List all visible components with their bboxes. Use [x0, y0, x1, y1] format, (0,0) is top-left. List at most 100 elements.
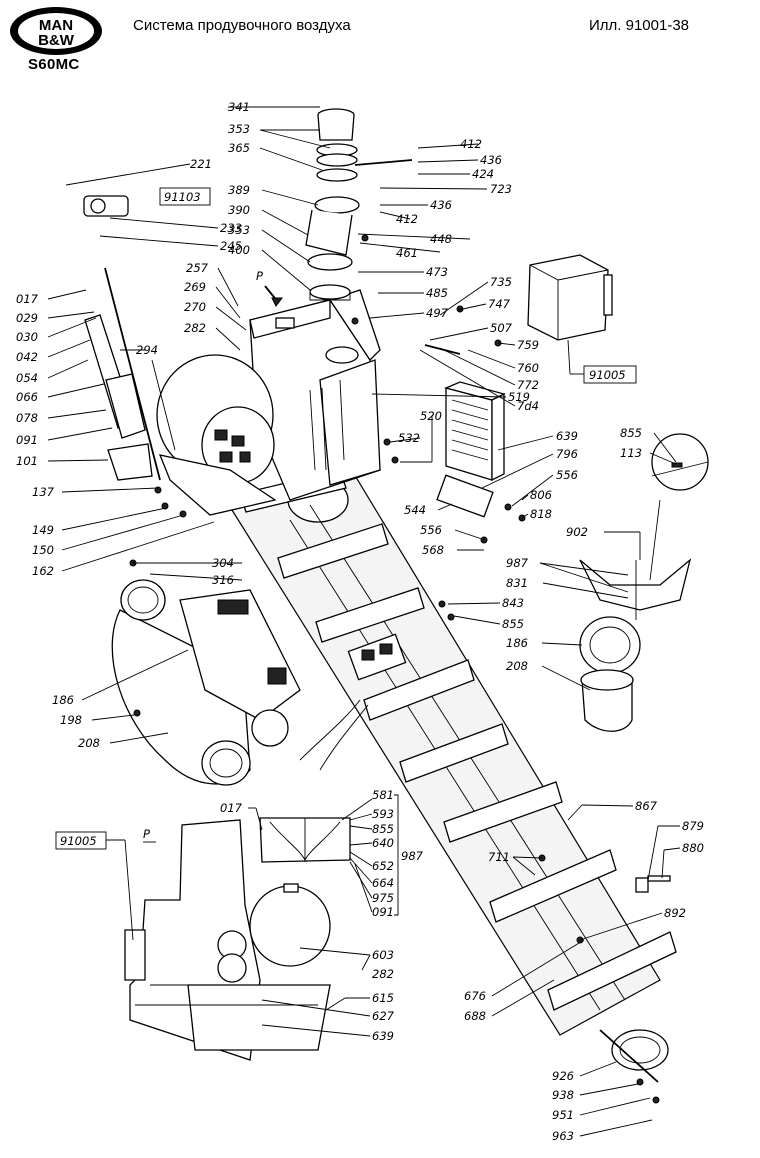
label-987a: 987 — [506, 556, 529, 570]
label-101: 101 — [16, 454, 38, 468]
label-186a: 186 — [506, 636, 528, 650]
label-054: 054 — [16, 371, 38, 385]
air-cooler-element — [443, 381, 506, 482]
label-831: 831 — [506, 576, 528, 590]
label-532: 532 — [398, 431, 420, 445]
label-784: 7d4 — [517, 399, 539, 413]
label-926: 926 — [552, 1069, 574, 1083]
label-747: 747 — [488, 297, 511, 311]
label-078: 078 — [16, 411, 38, 425]
part-labels: 341 353 365 389 390 353 400 412 436 424 … — [16, 100, 704, 1143]
right-expansion-piece — [579, 499, 692, 732]
label-365: 365 — [228, 141, 250, 155]
label-282b: 282 — [372, 967, 394, 981]
label-975: 975 — [372, 891, 394, 905]
left-expansion-piece — [111, 579, 301, 786]
ref-box-91005-left: 91005 — [60, 834, 97, 848]
bellows-stack — [305, 108, 360, 301]
logo-line2: B&W — [38, 32, 75, 49]
label-461: 461 — [396, 246, 418, 260]
label-412a: 412 — [460, 137, 482, 151]
small-fasteners — [129, 159, 671, 1104]
label-556b: 556 — [420, 523, 442, 537]
label-581: 581 — [372, 788, 394, 802]
figure-reference: Илл. 91001-38 — [589, 17, 690, 34]
label-676: 676 — [464, 989, 486, 1003]
label-233: 233 — [220, 221, 242, 235]
label-723: 723 — [490, 182, 512, 196]
label-867: 867 — [635, 799, 658, 813]
ref-box-91005-right: 91005 — [589, 368, 626, 382]
label-987b: 987 — [401, 849, 424, 863]
logo-line1: MAN — [39, 17, 73, 34]
label-519: 519 — [508, 390, 530, 404]
ref-box-91103-frame — [159, 187, 211, 206]
label-485: 485 — [426, 286, 448, 300]
ref-box-91005-left-frame — [55, 831, 107, 850]
cooler-housing — [249, 289, 381, 501]
label-640: 640 — [372, 836, 394, 850]
label-652: 652 — [372, 859, 394, 873]
label-772: 772 — [517, 378, 539, 392]
label-735: 735 — [490, 275, 512, 289]
view-p-assembly — [124, 817, 351, 1061]
detail-circle-113 — [651, 433, 709, 491]
turbocharger — [156, 354, 277, 516]
leader-lines — [47, 106, 681, 1137]
label-556a: 556 — [556, 468, 578, 482]
label-436b: 436 — [430, 198, 452, 212]
label-221: 221 — [190, 157, 212, 171]
label-806: 806 — [530, 488, 552, 502]
label-017b: 017 — [220, 801, 243, 815]
label-412b: 412 — [396, 212, 418, 226]
label-208b: 208 — [78, 736, 100, 750]
label-162: 162 — [32, 564, 54, 578]
label-113: 113 — [620, 446, 642, 460]
label-269: 269 — [184, 280, 206, 294]
label-341: 341 — [228, 100, 250, 114]
label-304: 304 — [212, 556, 234, 570]
label-186b: 186 — [52, 693, 74, 707]
label-270: 270 — [184, 300, 206, 314]
label-497: 497 — [426, 306, 449, 320]
label-400: 400 — [228, 243, 250, 257]
label-593: 593 — [372, 807, 394, 821]
label-615: 615 — [372, 991, 394, 1005]
label-664: 664 — [372, 876, 394, 890]
label-245: 245 — [220, 239, 242, 253]
label-150: 150 — [32, 543, 54, 557]
label-711: 711 — [488, 850, 510, 864]
label-149: 149 — [32, 523, 54, 537]
ref-box-91103: 91103 — [164, 190, 201, 204]
label-257: 257 — [186, 261, 209, 275]
label-030: 030 — [16, 330, 38, 344]
label-688: 688 — [464, 1009, 486, 1023]
label-603: 603 — [372, 948, 394, 962]
label-091a: 091 — [16, 433, 38, 447]
label-353a: 353 — [228, 122, 250, 136]
label-796: 796 — [556, 447, 578, 461]
label-627: 627 — [372, 1009, 395, 1023]
ref-box-91005-right-frame — [583, 365, 637, 384]
label-902: 902 — [566, 525, 588, 539]
label-029: 029 — [16, 311, 38, 325]
label-507: 507 — [490, 321, 513, 335]
water-mist-catcher — [527, 254, 613, 341]
label-951: 951 — [552, 1108, 574, 1122]
label-353b: 353 — [228, 223, 250, 237]
view-mark-p-bottom: P — [143, 827, 150, 841]
label-639a: 639 — [556, 429, 578, 443]
label-843: 843 — [502, 596, 524, 610]
label-855b: 855 — [502, 617, 524, 631]
label-938: 938 — [552, 1088, 574, 1102]
flap-valve-block — [347, 633, 407, 681]
label-892: 892 — [664, 906, 686, 920]
label-818: 818 — [530, 507, 552, 521]
label-198: 198 — [60, 713, 82, 727]
label-091b: 091 — [372, 905, 394, 919]
man-bw-logo: MAN B&W — [10, 7, 102, 55]
label-282a: 282 — [184, 321, 206, 335]
label-879: 879 — [682, 819, 704, 833]
reference-boxes: 91103 91005 91005 — [55, 187, 637, 850]
